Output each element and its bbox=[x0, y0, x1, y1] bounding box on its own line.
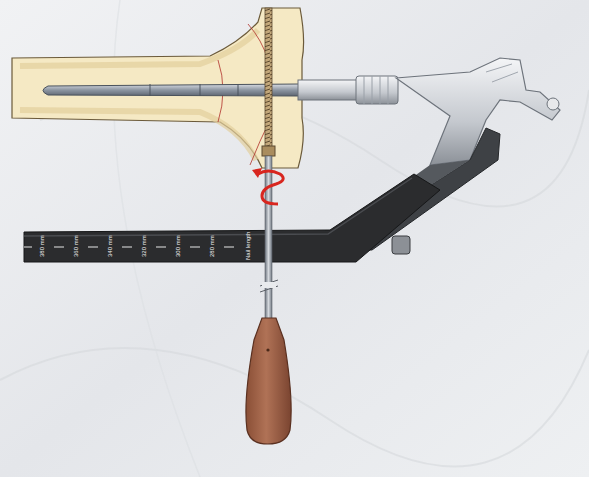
scale-label: 300 mm bbox=[175, 235, 181, 257]
scale-label: 360 mm bbox=[73, 235, 79, 257]
scale-label: 340 mm bbox=[107, 235, 113, 257]
scale-label: 320 mm bbox=[141, 235, 147, 257]
scale-label: 380 mm bbox=[39, 235, 45, 257]
scale-label: 280 mm bbox=[209, 235, 215, 257]
scale-title: Nail length bbox=[245, 232, 251, 260]
